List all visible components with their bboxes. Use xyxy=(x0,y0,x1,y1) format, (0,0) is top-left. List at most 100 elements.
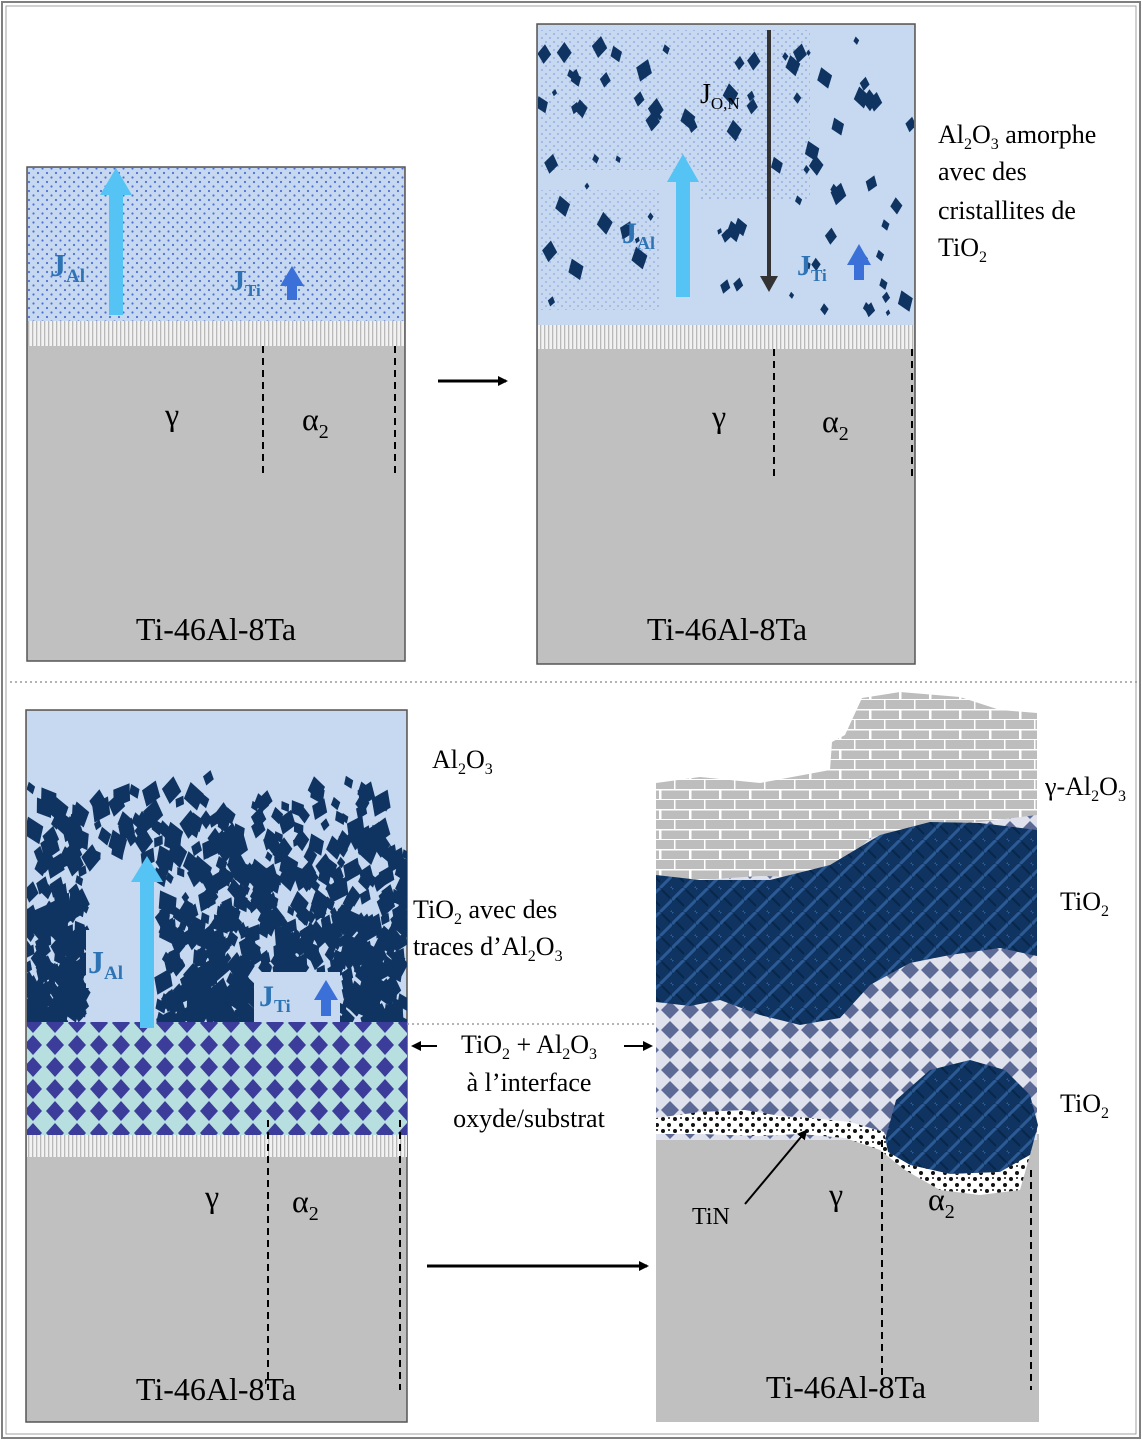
tio2-band xyxy=(656,822,1037,1025)
crystal-mark xyxy=(881,219,890,231)
crystal-mark xyxy=(94,819,102,831)
label-amorphous-al2o3: Al2O3 amorphe avec des cristallites de T… xyxy=(938,120,1096,266)
crystal-mark xyxy=(260,952,271,967)
mixed-oxide-interface xyxy=(27,1022,407,1135)
crystal-mark xyxy=(346,885,361,907)
label-j-ti: JTi xyxy=(797,251,827,285)
crystal-mark xyxy=(64,982,85,1011)
crystal-mark xyxy=(747,90,755,102)
crystal-mark xyxy=(233,861,254,890)
crystal-mark xyxy=(42,825,60,850)
crystal-mark xyxy=(378,865,395,888)
crystal-mark xyxy=(108,829,128,857)
crystal-mark xyxy=(233,892,248,913)
on-flux-arrow-shaft xyxy=(767,30,771,280)
al-flux-arrow-head xyxy=(100,168,132,195)
crystal-mark xyxy=(584,182,590,190)
crystal-mark xyxy=(734,55,745,71)
crystal-mark xyxy=(135,810,150,831)
crystal-mark xyxy=(397,882,407,908)
crystal-mark xyxy=(226,952,246,979)
crystal-mark xyxy=(53,1002,69,1024)
crystal-mark xyxy=(789,291,795,299)
svg-text:TiO2 + Al2O3: TiO2 + Al2O3 xyxy=(461,1030,597,1063)
crystal-mark xyxy=(75,875,84,887)
crystal-mark xyxy=(293,828,310,852)
crystal-mark xyxy=(64,943,81,967)
phase-alpha2: α2 xyxy=(822,403,849,445)
crystal-mark xyxy=(343,857,361,883)
crystal-mark xyxy=(312,798,328,820)
crystal-mark xyxy=(69,926,83,946)
phase-gamma: γ xyxy=(204,1178,219,1214)
crystal-mark xyxy=(183,782,204,811)
interface-layer xyxy=(538,325,914,349)
crystal-mark xyxy=(242,946,251,958)
crystal-mark xyxy=(264,963,272,974)
j-al-label-box xyxy=(86,930,144,988)
crystal-mark xyxy=(793,43,807,64)
crystal-mark xyxy=(278,809,296,835)
crystal-mark xyxy=(389,989,398,1001)
crystal-mark xyxy=(129,784,140,799)
crystal-mark xyxy=(27,816,44,845)
label-interface-mixed: TiO2 + Al2O3 à l’interface oxyde/substra… xyxy=(453,1030,605,1133)
crystal-mark xyxy=(631,246,648,270)
crystal-mark xyxy=(240,925,250,940)
crystal-mark xyxy=(298,908,311,926)
crystal-mark xyxy=(199,810,213,830)
crystal-mark xyxy=(384,924,401,948)
crystal-mark xyxy=(717,228,722,235)
crystal-mark xyxy=(35,955,56,984)
svg-text:oxyde/substrat: oxyde/substrat xyxy=(453,1104,605,1133)
label-j-on: JO,N xyxy=(700,79,740,113)
crystal-mark xyxy=(338,933,348,948)
ti-flux-arrow-head xyxy=(847,244,871,265)
crystal-mark xyxy=(326,835,344,860)
crystal-mark xyxy=(27,982,34,996)
crystal-mark xyxy=(555,195,571,217)
interface-layer xyxy=(27,1135,407,1157)
crystal-mark xyxy=(620,221,633,240)
ti-flux-arrow-shaft xyxy=(287,284,297,300)
crystal-mark xyxy=(238,981,253,1003)
crystal-mark xyxy=(770,156,783,174)
crystal-mark xyxy=(687,119,698,133)
crystal-mark xyxy=(273,939,289,963)
crystal-mark xyxy=(293,821,304,836)
crystal-mark xyxy=(734,217,748,237)
crystal-mark xyxy=(376,1013,386,1024)
crystal-mark xyxy=(350,940,367,963)
crystal-mark xyxy=(538,44,552,64)
substrate-label: Ti-46Al-8Ta xyxy=(647,611,807,647)
crystal-mark xyxy=(879,278,888,290)
al-flux-arrow-shaft xyxy=(676,180,690,297)
crystal-mark xyxy=(175,795,184,808)
crystal-mark xyxy=(551,89,558,97)
crystal-mark xyxy=(167,839,188,869)
crystal-mark xyxy=(312,901,327,922)
crystal-mark xyxy=(161,990,175,1010)
crystal-mark xyxy=(385,1011,396,1024)
crystal-mark xyxy=(803,165,810,174)
crystal-mark xyxy=(266,835,278,851)
crystal-mark xyxy=(811,257,821,272)
crystal-mark xyxy=(154,968,173,995)
crystal-mark xyxy=(367,913,375,924)
crystal-mark xyxy=(113,783,131,808)
crystal-mark xyxy=(93,849,101,860)
crystal-mark xyxy=(303,846,318,866)
crystal-mark xyxy=(804,260,811,270)
crystal-mark xyxy=(876,249,885,262)
crystal-mark xyxy=(168,1009,186,1024)
crystal-mark xyxy=(179,919,187,931)
label-al2o3-top: Al2O3 xyxy=(432,745,493,778)
al-flux-arrow-shaft xyxy=(109,192,123,315)
crystal-mark xyxy=(544,153,559,174)
crystal-mark xyxy=(341,967,352,983)
crystal-mark xyxy=(391,951,406,971)
crystal-mark xyxy=(374,959,387,977)
crystal-mark xyxy=(591,36,608,58)
ti-flux-arrow-head xyxy=(314,980,338,1000)
